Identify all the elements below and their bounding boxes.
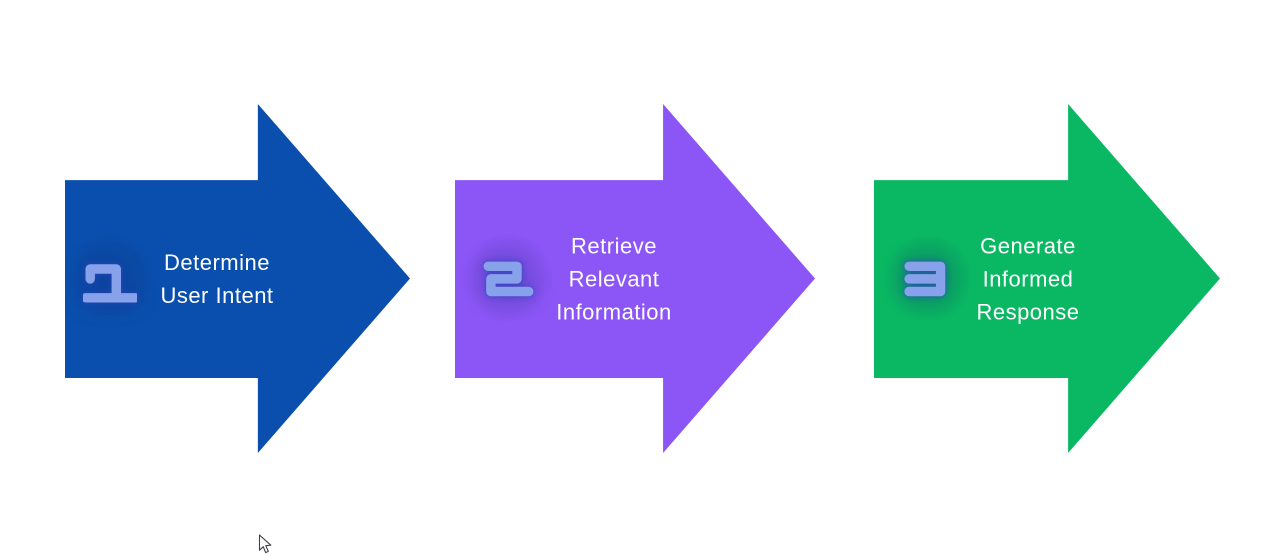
step-number-wrap — [448, 218, 568, 338]
step-label-2: Retrieve Relevant Information — [556, 233, 672, 325]
process-step-1: Determine User Intent — [50, 104, 410, 453]
step-label-3: Generate Informed Response — [976, 233, 1080, 325]
step-label-1: Determine User Intent — [160, 250, 274, 308]
step-number-icon-3 — [904, 261, 946, 297]
step-number-icon-1 — [83, 264, 137, 303]
process-step-3: Generate Informed Response — [868, 104, 1220, 453]
step-number-icon-2 — [483, 261, 534, 297]
process-step-2: Retrieve Relevant Information — [448, 104, 815, 453]
mouse-pointer-icon — [258, 534, 272, 554]
step-number-wrap — [868, 218, 988, 338]
step-number-wrap — [50, 218, 170, 338]
